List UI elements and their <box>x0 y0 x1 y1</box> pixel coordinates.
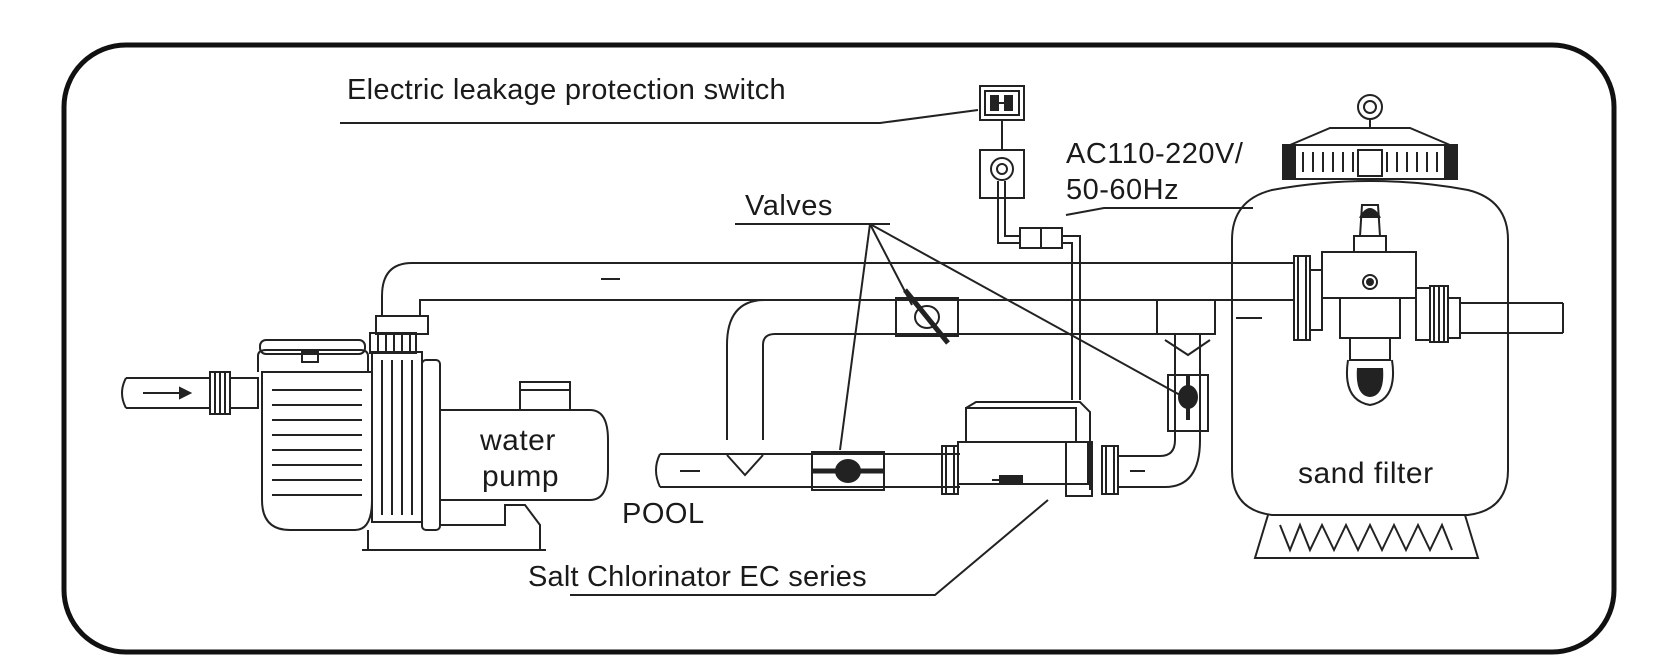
sand-filter <box>1231 94 1509 559</box>
water-pump-label-line2: pump <box>482 460 560 493</box>
valves-label: Valves <box>745 190 833 222</box>
valve-upper <box>903 288 950 345</box>
power-spec-label-frequency: 50-60Hz <box>1066 174 1180 206</box>
flow-arrow-icon <box>143 386 193 400</box>
salt-chlorinator-label: Salt Chlorinator EC series <box>528 561 867 593</box>
valve-lower <box>812 459 884 483</box>
pump-inlet-pipe <box>121 371 259 415</box>
sand-filter-label: sand filter <box>1298 457 1434 490</box>
pool-suction-pipe <box>655 451 960 491</box>
water-pump-label-line1: water <box>480 424 556 457</box>
power-cable <box>997 181 1081 400</box>
power-socket-icon <box>979 149 1025 199</box>
diagram-frame <box>61 42 1617 655</box>
pool-label: POOL <box>622 498 705 530</box>
bypass-upper-pipe <box>726 297 1262 440</box>
power-spec-label-voltage: AC110-220V/ <box>1066 138 1244 170</box>
leakage-switch-icon <box>979 85 1025 121</box>
bypass-riser <box>1164 334 1211 440</box>
filter-outlet-pipe <box>1460 302 1564 334</box>
salt-chlorinator-unit <box>957 401 1093 497</box>
water-pump <box>257 332 609 551</box>
tee-fitting <box>1156 299 1216 335</box>
valve-riser <box>1167 374 1209 432</box>
leakage-switch-label: Electric leakage protection switch <box>347 74 786 106</box>
